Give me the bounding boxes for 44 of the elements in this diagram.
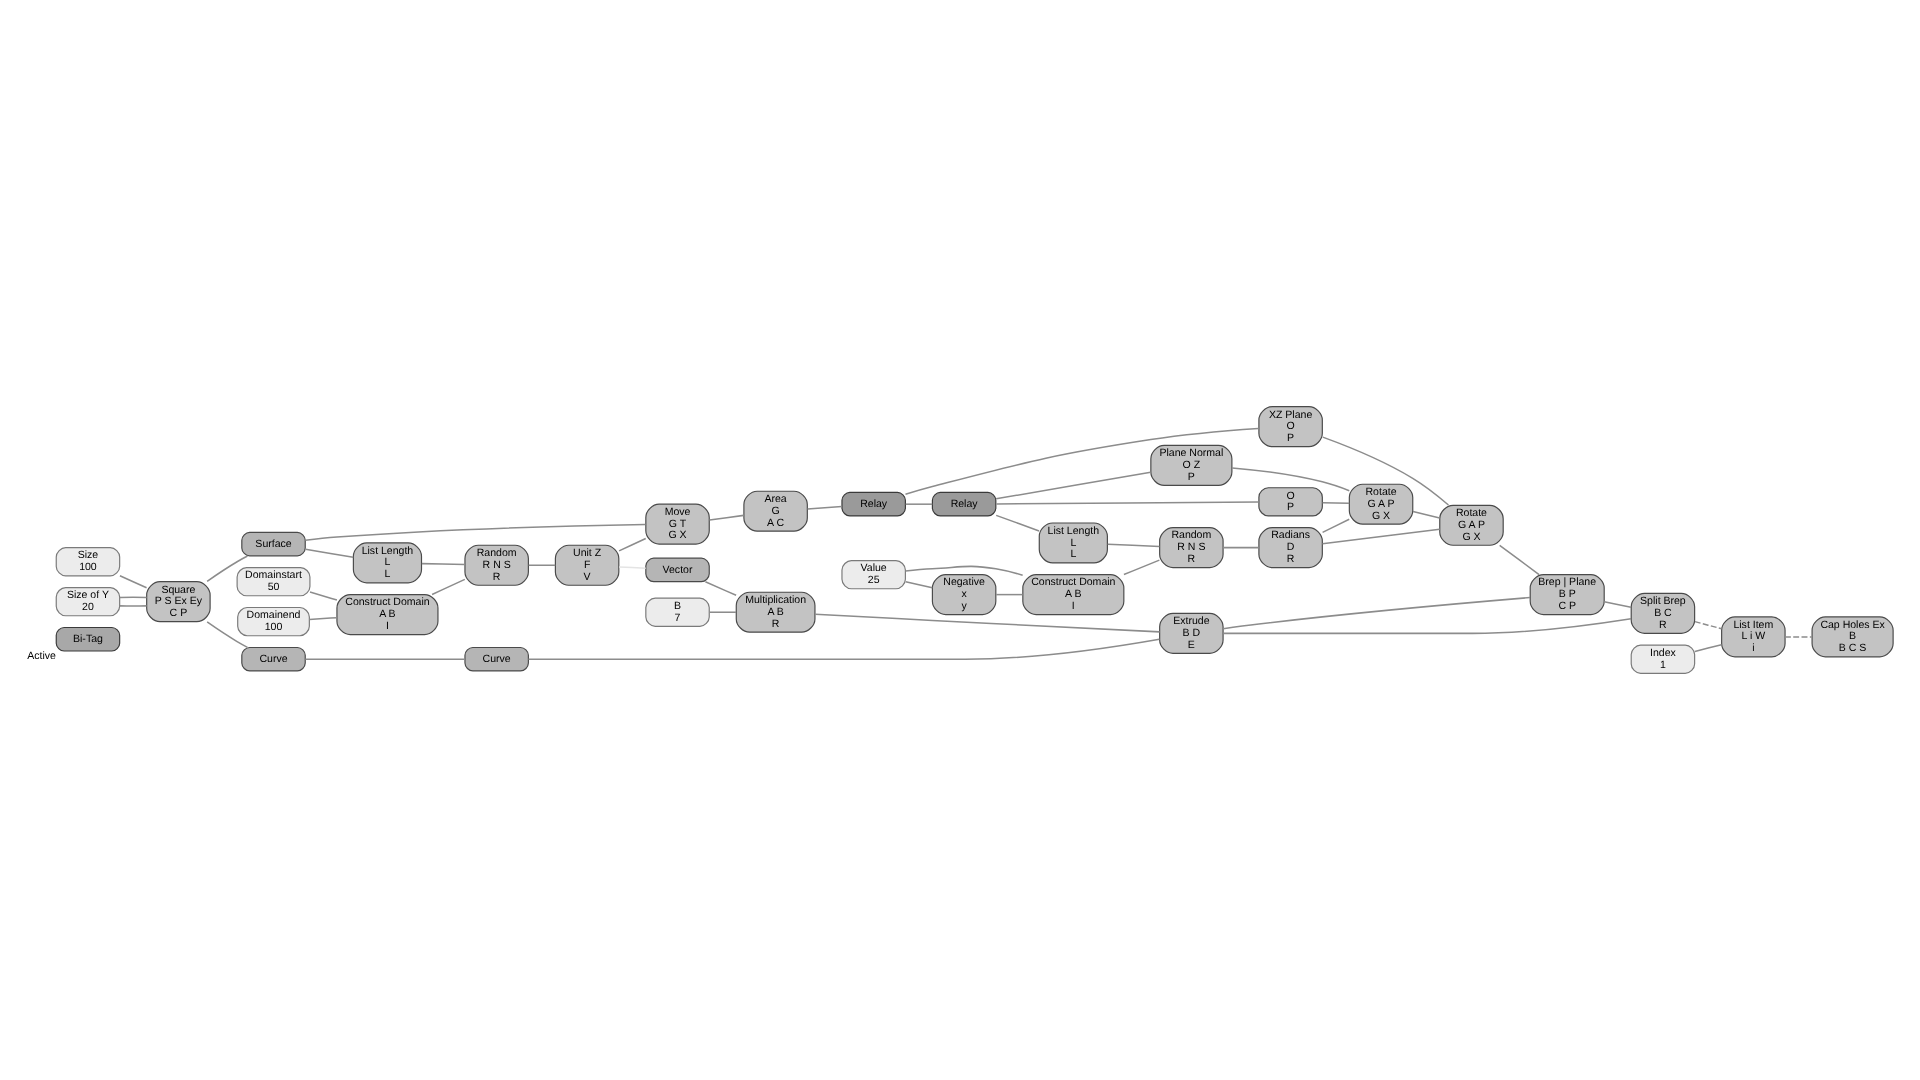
connector: [527, 638, 1161, 660]
connector: [708, 514, 745, 521]
connector: [995, 593, 1024, 596]
connector: [1106, 543, 1161, 548]
connector: [904, 580, 934, 589]
connector: [904, 565, 1024, 577]
connector: [708, 611, 737, 613]
connector: [1694, 643, 1723, 653]
connector: [1222, 596, 1531, 630]
connector: [119, 574, 148, 589]
connector: [995, 501, 1260, 505]
connector: [1784, 636, 1813, 638]
connector: [119, 596, 148, 599]
connector: [421, 562, 466, 566]
connector: [1231, 467, 1351, 492]
connector: [308, 616, 338, 621]
connector: [527, 564, 557, 566]
connector: [704, 580, 737, 597]
connector: [206, 555, 249, 583]
connector: [309, 591, 338, 601]
connector: [618, 537, 647, 552]
connector: [814, 613, 1161, 633]
connector: [904, 427, 1260, 496]
connector: [304, 548, 354, 559]
connector: [304, 523, 647, 541]
connector: [1498, 544, 1540, 576]
connector: [1322, 436, 1450, 506]
connector: [1321, 518, 1350, 534]
connector: [995, 514, 1040, 532]
connector: [904, 503, 934, 505]
connector: [1222, 617, 1632, 635]
connector: [995, 471, 1152, 500]
connector: [1321, 528, 1441, 545]
connector: [806, 505, 843, 510]
connector: [1123, 559, 1161, 576]
connector: [119, 605, 148, 607]
connector: [1694, 620, 1723, 630]
connector: [304, 658, 466, 660]
connector: [1222, 546, 1260, 549]
connector: [1412, 510, 1441, 519]
connector: [206, 621, 249, 649]
connector: [1603, 601, 1632, 608]
connector: [431, 578, 466, 596]
connector: [1321, 501, 1350, 505]
